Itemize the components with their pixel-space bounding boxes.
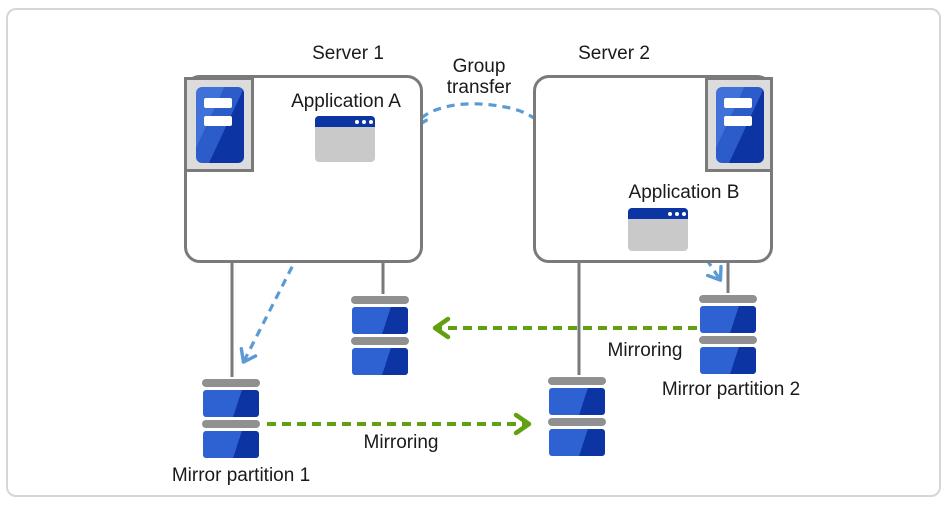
disk-stack-icon — [699, 295, 757, 377]
application-b-label: Application B — [628, 182, 740, 203]
disk-platter — [700, 306, 756, 333]
disk-platter — [352, 307, 408, 334]
application-a-label: Application A — [291, 91, 401, 112]
disk-platter — [203, 431, 259, 458]
server-tower-icon — [705, 77, 773, 172]
server-tower-icon — [184, 77, 254, 172]
group-transfer-line2: transfer — [446, 77, 512, 98]
window-dot-icon — [668, 212, 672, 216]
app-window-titlebar — [628, 208, 688, 219]
disk-stack-icon — [548, 377, 606, 459]
window-dot-icon — [682, 212, 686, 216]
group-transfer-label: Group transfer — [412, 56, 546, 98]
disk-cap — [202, 379, 260, 387]
window-dot-icon — [369, 120, 373, 124]
disk-platter — [352, 348, 408, 375]
disk-platter — [549, 388, 605, 415]
server1-title: Server 1 — [312, 43, 384, 64]
disk-cap — [699, 295, 757, 303]
app-window-icon — [628, 208, 688, 251]
disk-platter — [549, 429, 605, 456]
disk-cap — [699, 336, 757, 344]
mirror-partition-1-label: Mirror partition 1 — [171, 465, 311, 486]
disk-platter — [203, 390, 259, 417]
server2-title: Server 2 — [578, 43, 650, 64]
app-window-titlebar — [315, 116, 375, 127]
mirror-partition-2-label: Mirror partition 2 — [661, 379, 801, 400]
disk-cap — [548, 377, 606, 385]
disk-cap — [548, 418, 606, 426]
server-tower-body — [716, 87, 764, 163]
diagram-frame — [6, 8, 941, 497]
server-drive-slot — [724, 98, 752, 108]
disk-cap — [351, 296, 409, 304]
server-drive-slot — [204, 116, 232, 126]
group-transfer-line1: Group — [452, 56, 506, 77]
disk-cap — [202, 420, 260, 428]
mirroring-label-bottom: Mirroring — [363, 432, 439, 453]
server-tower-body — [196, 87, 244, 163]
disk-cap — [351, 337, 409, 345]
window-dot-icon — [362, 120, 366, 124]
mirroring-label-top: Mirroring — [607, 340, 683, 361]
disk-platter — [700, 347, 756, 374]
window-dot-icon — [675, 212, 679, 216]
disk-stack-icon — [202, 379, 260, 461]
app-window-icon — [315, 116, 375, 162]
server-drive-slot — [724, 116, 752, 126]
server-drive-slot — [204, 98, 232, 108]
disk-stack-icon — [351, 296, 409, 378]
window-dot-icon — [355, 120, 359, 124]
